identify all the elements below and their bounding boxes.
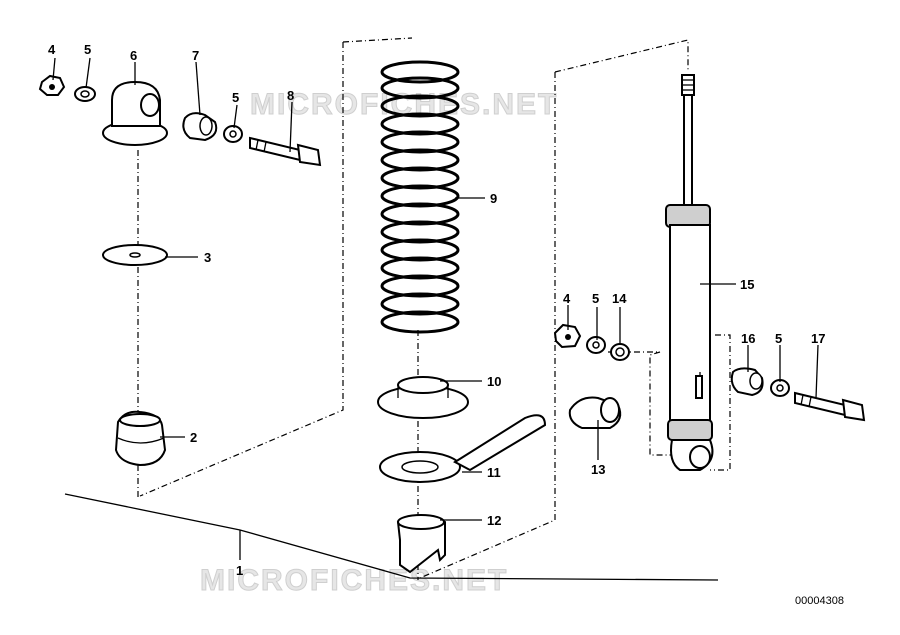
washer-5-right — [586, 336, 606, 354]
callout-3: 3 — [204, 250, 211, 265]
callout-10: 10 — [487, 374, 501, 389]
callout-9: 9 — [490, 191, 497, 206]
nut-4-left — [38, 74, 66, 96]
coil-spring-9 — [380, 60, 460, 334]
callout-2: 2 — [190, 430, 197, 445]
washer-5-left — [74, 86, 96, 102]
bushing-16 — [730, 367, 764, 397]
callout-1: 1 — [236, 563, 243, 578]
bracket-1 — [64, 493, 719, 581]
mount-6 — [102, 80, 168, 146]
callout-14: 14 — [612, 291, 627, 306]
callout-5-right: 5 — [592, 291, 599, 306]
bushing-7 — [182, 112, 218, 142]
washer-5-mid — [223, 125, 243, 143]
callout-6: 6 — [130, 48, 137, 63]
callout-17: 17 — [811, 331, 825, 346]
callout-4-left: 4 — [48, 42, 56, 57]
bolt-17 — [794, 391, 866, 422]
sleeve-12 — [396, 514, 446, 574]
callout-5-mid: 5 — [232, 90, 239, 105]
callout-4-right: 4 — [563, 291, 571, 306]
shock-absorber-15 — [665, 74, 714, 471]
callout-5-left: 5 — [84, 42, 91, 57]
reference-code: 00004308 — [795, 595, 844, 607]
watermark-top: MICROFICHES.NET — [250, 88, 558, 121]
leader-lines — [52, 57, 819, 521]
callout-11: 11 — [487, 465, 501, 480]
nut-4-right — [553, 323, 582, 349]
washer-3 — [102, 244, 168, 266]
callout-5-far-right: 5 — [775, 331, 782, 346]
bump-stop-2 — [114, 410, 167, 467]
washer-5-far-right — [770, 379, 790, 397]
spring-seat-10 — [377, 376, 469, 419]
watermark-bottom: MICROFICHES.NET — [200, 564, 508, 597]
callout-12: 12 — [487, 513, 501, 528]
callout-16: 16 — [741, 331, 755, 346]
washer-14 — [610, 343, 630, 361]
bolt-8 — [249, 136, 322, 167]
callout-8: 8 — [287, 88, 294, 103]
bump-stop-13 — [568, 396, 622, 429]
callout-15: 15 — [740, 277, 754, 292]
spring-plate-11 — [379, 414, 547, 483]
callout-13: 13 — [591, 462, 605, 477]
callout-7: 7 — [192, 48, 199, 63]
